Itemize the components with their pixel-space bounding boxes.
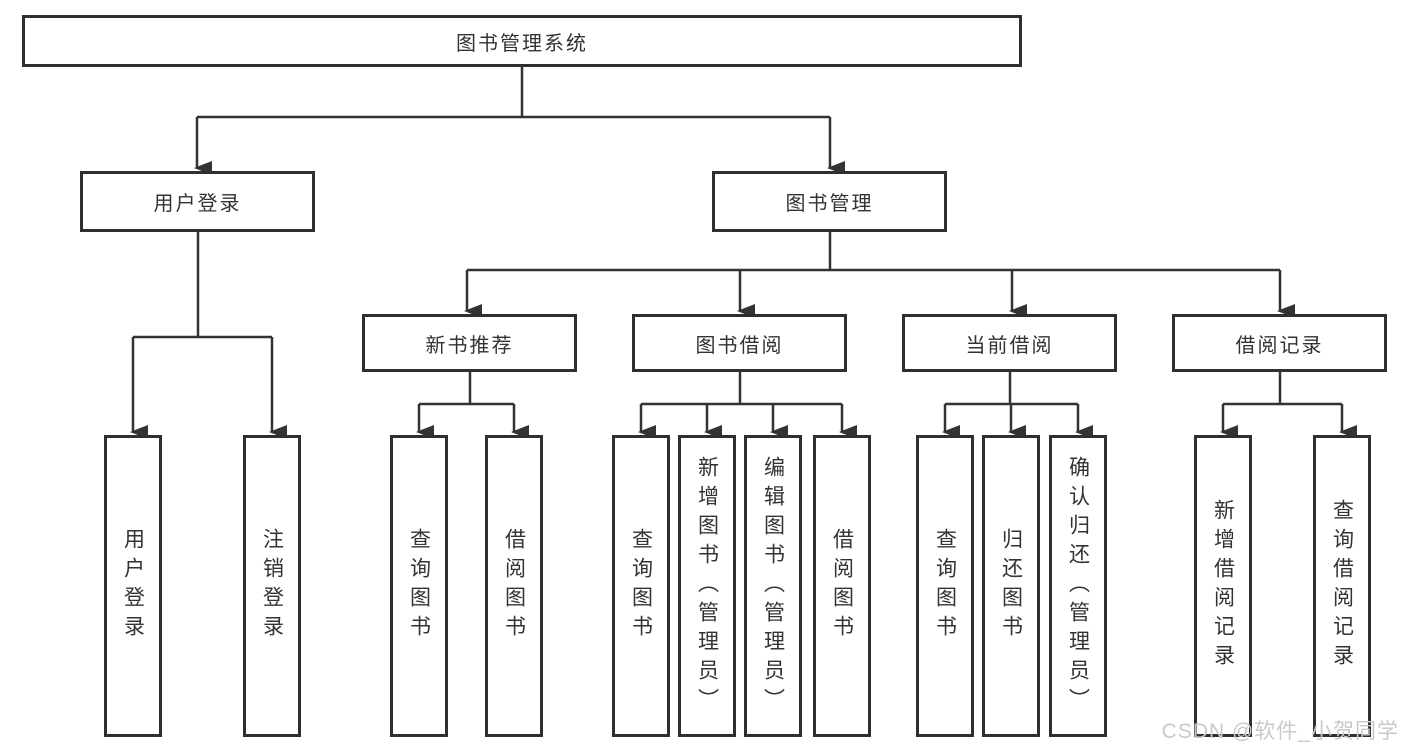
node-current-borrow: 当前借阅 — [902, 314, 1117, 372]
leaf-query-books-borrow: 查询图书 — [612, 435, 670, 737]
node-root-library-management-system: 图书管理系统 — [22, 15, 1022, 67]
leaf-add-borrow-record: 新增借阅记录 — [1194, 435, 1252, 737]
leaf-user-login: 用户登录 — [104, 435, 162, 737]
csdn-watermark: CSDN @软件_小贺同学 — [1161, 720, 1399, 743]
leaf-logout-login: 注销登录 — [243, 435, 301, 737]
node-user-login: 用户登录 — [80, 171, 315, 232]
leaf-confirm-return-admin: 确认归还（管理员） — [1049, 435, 1107, 737]
node-book-borrow: 图书借阅 — [632, 314, 847, 372]
node-new-book-recommend: 新书推荐 — [362, 314, 577, 372]
leaf-query-borrow-record: 查询借阅记录 — [1313, 435, 1371, 737]
leaf-borrow-books: 借阅图书 — [813, 435, 871, 737]
leaf-add-books-admin: 新增图书（管理员） — [678, 435, 736, 737]
node-borrow-records: 借阅记录 — [1172, 314, 1387, 372]
leaf-borrow-books-recommend: 借阅图书 — [485, 435, 543, 737]
leaf-edit-books-admin: 编辑图书（管理员） — [744, 435, 802, 737]
leaf-return-books: 归还图书 — [982, 435, 1040, 737]
leaf-query-books-current: 查询图书 — [916, 435, 974, 737]
node-book-management: 图书管理 — [712, 171, 947, 232]
leaf-query-books-recommend: 查询图书 — [390, 435, 448, 737]
